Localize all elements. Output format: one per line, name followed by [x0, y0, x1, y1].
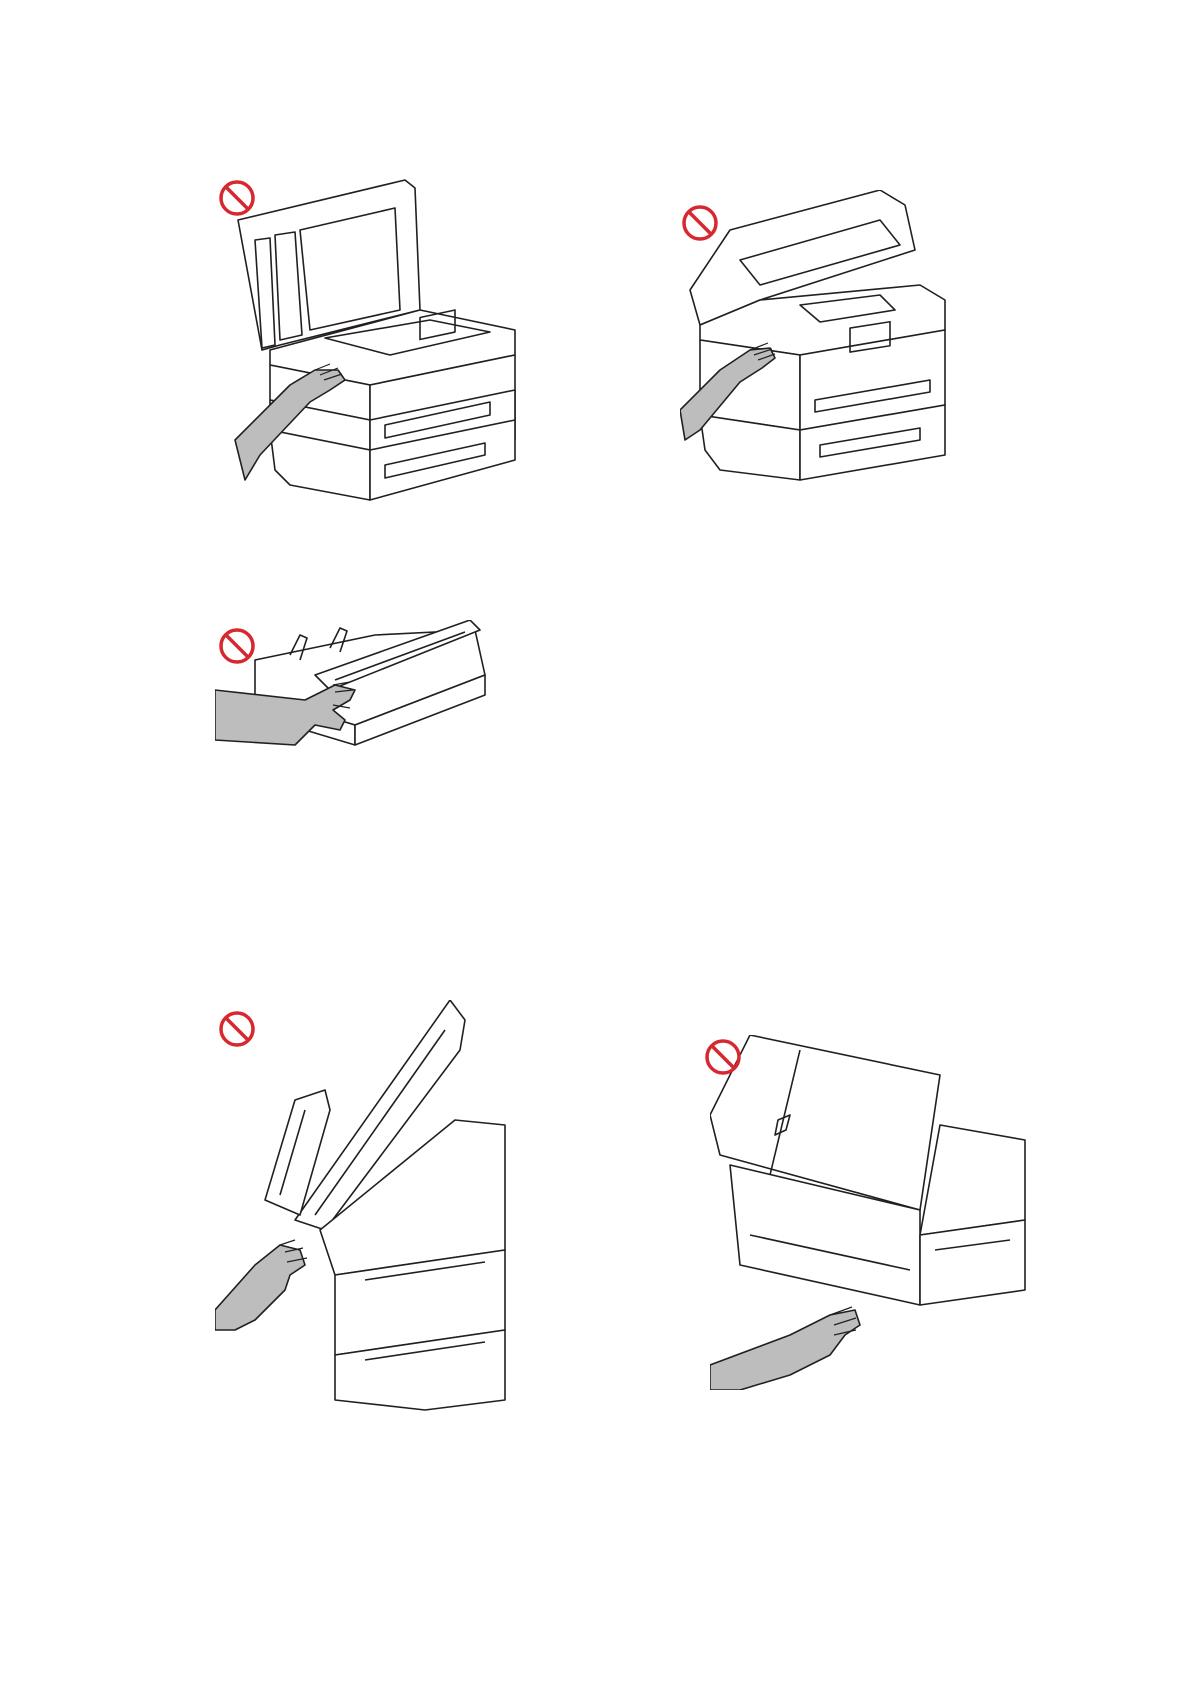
prohibited-icon — [217, 1009, 257, 1049]
printer-illustration-back-view — [710, 1035, 1040, 1390]
prohibited-icon — [703, 1037, 743, 1077]
prohibited-icon — [217, 626, 257, 666]
printer-illustration-scanner-open — [220, 170, 570, 550]
prohibited-icon — [217, 178, 257, 218]
printer-illustration-scanner-raised — [680, 190, 1030, 540]
printer-illustration-cover-side-view — [215, 1000, 570, 1430]
prohibited-icon — [680, 203, 720, 243]
printer-illustration-paper-tray — [215, 620, 535, 810]
